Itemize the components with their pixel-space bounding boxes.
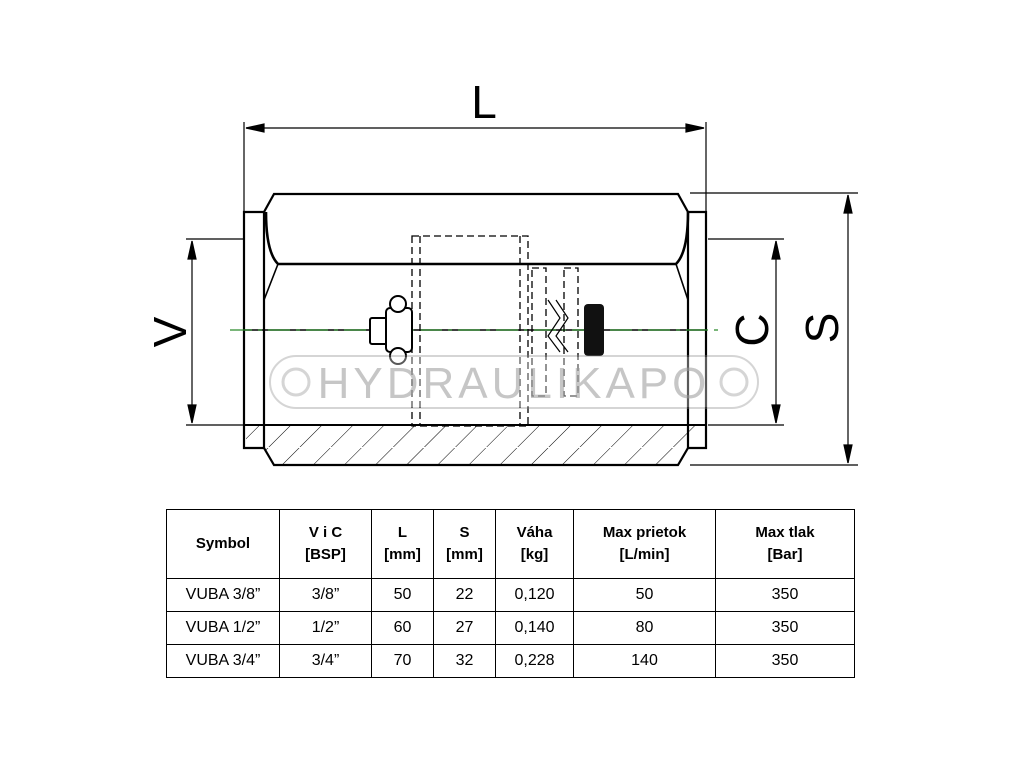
header-thread-label: V i C — [308, 524, 343, 541]
cell-symbol: VUBA 1/2” — [166, 611, 280, 645]
hatched-section — [246, 425, 704, 447]
seal-block — [584, 304, 604, 356]
cell-weight: 0,140 — [495, 611, 574, 645]
dimension-c-label: C — [726, 313, 778, 346]
cell-length: 50 — [371, 578, 434, 612]
cell-weight: 0,120 — [495, 578, 574, 612]
cell-size: 27 — [433, 611, 496, 645]
nut-fitting-icon — [369, 295, 413, 365]
header-max-flow: Max prietok [L/min] — [573, 509, 716, 579]
header-weight-label: Váha — [516, 524, 553, 541]
header-weight-unit: [kg] — [520, 546, 549, 563]
cell-weight: 0,228 — [495, 644, 574, 678]
dimension-s-label: S — [796, 313, 848, 344]
header-length: L [mm] — [371, 509, 434, 579]
cell-max-pressure: 350 — [715, 611, 855, 645]
header-max-flow-unit: [L/min] — [619, 546, 670, 563]
header-thread-unit: [BSP] — [305, 546, 346, 563]
table-row: VUBA 3/4” 3/4” 70 32 0,228 140 350 — [166, 644, 855, 678]
dimension-l — [243, 122, 707, 214]
header-thread: V i C [BSP] — [279, 509, 372, 579]
watermark-text: HYDRAULIKAPO — [318, 359, 711, 408]
dimension-c — [708, 238, 784, 426]
dimension-l-label: L — [471, 76, 497, 128]
header-max-pressure-label: Max tlak — [755, 524, 815, 541]
table-row: VUBA 3/8” 3/8” 50 22 0,120 50 350 — [166, 578, 855, 612]
dimension-s — [690, 192, 858, 466]
cell-max-flow: 80 — [573, 611, 716, 645]
table-row: VUBA 1/2” 1/2” 60 27 0,140 80 350 — [166, 611, 855, 645]
cell-symbol: VUBA 3/8” — [166, 578, 280, 612]
header-size-unit: [mm] — [446, 546, 483, 563]
cell-thread: 3/8” — [279, 578, 372, 612]
cell-max-pressure: 350 — [715, 644, 855, 678]
cell-length: 70 — [371, 644, 434, 678]
header-max-pressure: Max tlak [Bar] — [715, 509, 855, 579]
check-valve-drawing: L V C S — [144, 76, 858, 467]
spec-table: Symbol V i C [BSP] L [mm] S [mm] Váha [k… — [166, 509, 855, 678]
cell-size: 32 — [433, 644, 496, 678]
header-weight: Váha [kg] — [495, 509, 574, 579]
cell-size: 22 — [433, 578, 496, 612]
header-length-label: L — [397, 524, 408, 541]
cell-max-flow: 140 — [573, 644, 716, 678]
header-symbol-label: Symbol — [195, 535, 251, 552]
table-header-row: Symbol V i C [BSP] L [mm] S [mm] Váha [k… — [166, 509, 855, 579]
header-size: S [mm] — [433, 509, 496, 579]
cell-thread: 1/2” — [279, 611, 372, 645]
watermark — [269, 355, 759, 409]
header-max-flow-label: Max prietok — [602, 524, 687, 541]
spring — [547, 299, 569, 353]
cell-thread: 3/4” — [279, 644, 372, 678]
header-size-label: S — [459, 524, 470, 541]
cell-max-pressure: 350 — [715, 578, 855, 612]
cell-max-flow: 50 — [573, 578, 716, 612]
header-length-unit: [mm] — [384, 546, 421, 563]
header-symbol: Symbol — [166, 509, 280, 579]
dimension-v-label: V — [144, 316, 196, 347]
dimension-v — [186, 238, 244, 426]
cell-length: 60 — [371, 611, 434, 645]
cell-symbol: VUBA 3/4” — [166, 644, 280, 678]
header-max-pressure-unit: [Bar] — [767, 546, 803, 563]
